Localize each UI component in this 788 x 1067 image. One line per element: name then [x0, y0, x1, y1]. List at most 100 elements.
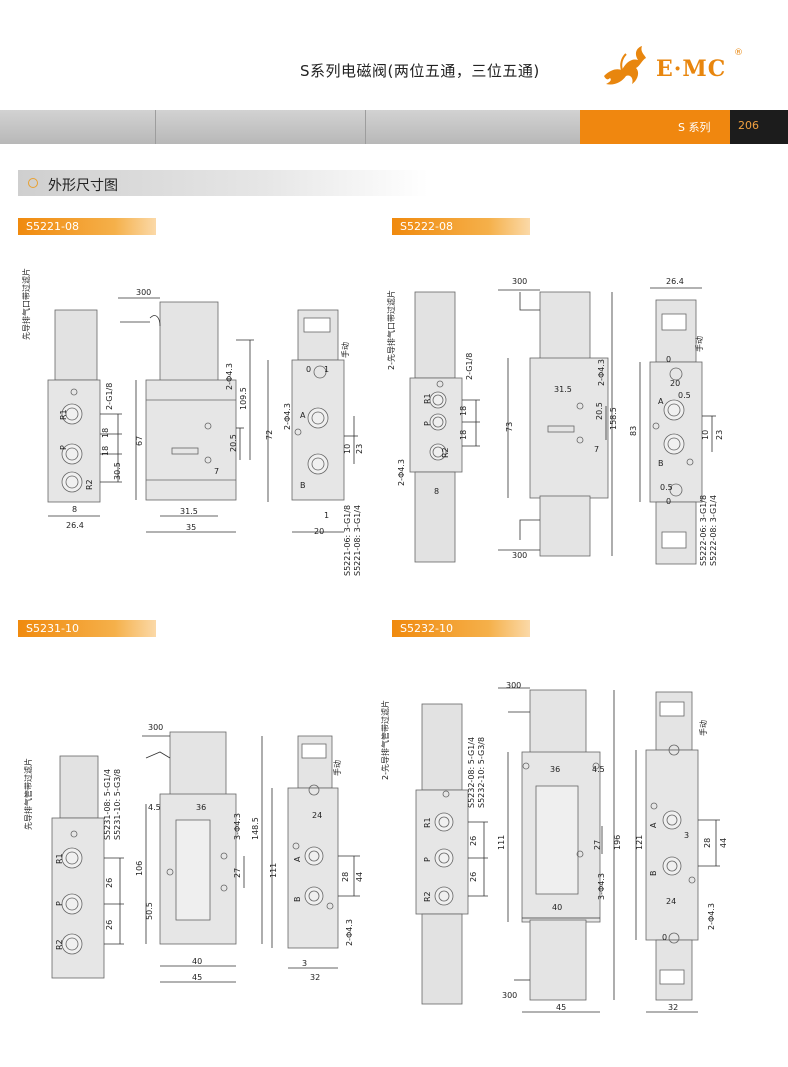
model-tag-s5222: S5222-08 — [392, 218, 530, 235]
dim: 30.5 — [113, 462, 122, 480]
model-tag-s5221: S5221-08 — [18, 218, 156, 235]
dim: 40 — [192, 957, 202, 966]
horse-rider-logo-icon — [604, 46, 646, 85]
filter-note: 2-先导排气口带过滤片 — [386, 290, 396, 370]
dim: 26.4 — [666, 277, 684, 286]
port-r2: R2 — [423, 891, 432, 902]
dim: 7 — [594, 445, 599, 454]
hole-label: 2-Φ4.3 — [283, 403, 292, 430]
dim: 300 — [512, 277, 527, 286]
dim: 27 — [593, 840, 602, 850]
dim: 50.5 — [145, 902, 154, 920]
dim: 28 — [703, 838, 712, 848]
note-08: S5231-08: 5-G1/4 — [103, 769, 112, 840]
drawing-s5222: 2-先导排气口带过滤片 2-G1/8 R1 P R2 18 18 2-Φ4.3 … — [386, 277, 724, 566]
note-06: S5222-06: 3-G1/8 — [699, 495, 708, 566]
model-tag-s5232: S5232-10 — [392, 620, 530, 637]
brand-logo: E·MC ® — [596, 40, 756, 92]
port-r2: R2 — [85, 479, 94, 490]
filter-note: 2-先导排气管带过滤片 — [380, 700, 390, 780]
filter-note: 先导排气管带过滤片 — [23, 758, 33, 830]
dim: 45 — [192, 973, 202, 982]
dim: 36 — [550, 765, 560, 774]
dim: 300 — [148, 723, 163, 732]
port-b: B — [658, 459, 664, 468]
dim: 8 — [434, 487, 439, 496]
manual-label: 手动 — [340, 342, 350, 358]
drawing-s5231: 先导排气管带过滤片 R1 P R2 S5231-08: 5-G1/4 S5231… — [23, 723, 364, 983]
hole-label: 2-Φ4.3 — [345, 919, 354, 946]
dim: 18 — [101, 428, 110, 438]
hole-label: 3-Φ4.3 — [233, 813, 242, 840]
dim: 24 — [666, 897, 676, 906]
port-r1: R1 — [423, 393, 432, 404]
port-r2: R2 — [55, 939, 64, 950]
note-08: S5221-08: 3-G1/4 — [353, 505, 362, 576]
dim: 300 — [502, 991, 517, 1000]
dim: 0 — [666, 497, 671, 506]
band-divider — [365, 110, 366, 144]
dim: 18 — [459, 406, 468, 416]
dim: 23 — [355, 444, 364, 454]
dim: 45 — [556, 1003, 566, 1012]
dim: 24 — [312, 811, 322, 820]
drawing-s5221: 先导排气口带过滤片 R1 P R2 2-G1/8 18 18 30.5 8 26… — [21, 268, 364, 576]
bullet-icon — [28, 178, 38, 188]
band-divider — [155, 110, 156, 144]
port-a: A — [300, 411, 306, 420]
port-b: B — [293, 897, 302, 903]
series-label: S 系列 — [678, 121, 711, 134]
dim: 35 — [186, 523, 196, 532]
dim: 28 — [341, 872, 350, 882]
dim: 18 — [459, 430, 468, 440]
page-title: S系列电磁阀(两位五通，三位五通) — [300, 62, 540, 80]
note-06: S5221-06: 3-G1/8 — [343, 505, 352, 576]
dim: 23 — [715, 430, 724, 440]
port-p: P — [59, 445, 68, 450]
dim: 4.5 — [148, 803, 161, 812]
dim: 7 — [214, 467, 219, 476]
note-10: S5231-10: 5-G3/8 — [113, 769, 122, 840]
hole-label: 2-Φ4.3 — [397, 459, 406, 486]
dim: 20 — [314, 527, 324, 536]
dim: 73 — [505, 422, 514, 432]
port-p: P — [423, 421, 432, 426]
dim: 0 — [306, 365, 311, 374]
thread-label: 2-G1/8 — [465, 353, 474, 380]
hole-label: 2-Φ4.3 — [707, 903, 716, 930]
filter-note: 先导排气口带过滤片 — [21, 268, 31, 340]
dim: 10 — [701, 430, 710, 440]
dim: 40 — [552, 903, 562, 912]
series-tab — [580, 110, 730, 144]
registered-mark: ® — [734, 48, 743, 58]
dim: 158.5 — [609, 407, 618, 430]
dim: 83 — [629, 426, 638, 436]
dim: 67 — [135, 436, 144, 446]
dim: 10 — [343, 444, 352, 454]
port-b: B — [300, 481, 306, 490]
dim: 300 — [512, 551, 527, 560]
dim: 106 — [135, 861, 144, 876]
dim: 26.4 — [66, 521, 84, 530]
note-08: S5232-08: 5-G1/4 — [467, 737, 476, 808]
dim: 111 — [497, 835, 506, 850]
port-a: A — [293, 856, 302, 862]
dim: 72 — [265, 430, 274, 440]
hole-label: 2-Φ4.3 — [597, 359, 606, 386]
dim: 26 — [469, 836, 478, 846]
port-p: P — [55, 901, 64, 906]
section-bar — [18, 170, 428, 196]
port-a: A — [649, 822, 658, 828]
page-number-box: 206 — [730, 110, 788, 144]
dim: 109.5 — [239, 387, 248, 410]
dim: 27 — [233, 868, 242, 878]
dim: 111 — [269, 863, 278, 878]
dim: 3 — [684, 831, 689, 840]
hole-label: 2-Φ4.3 — [225, 363, 234, 390]
port-a: A — [658, 397, 664, 406]
dim: 196 — [613, 835, 622, 850]
dim: 1 — [324, 511, 329, 520]
manual-label: 手动 — [698, 720, 708, 736]
model-tag-s5231: S5231-10 — [18, 620, 156, 637]
dim: 32 — [668, 1003, 678, 1012]
